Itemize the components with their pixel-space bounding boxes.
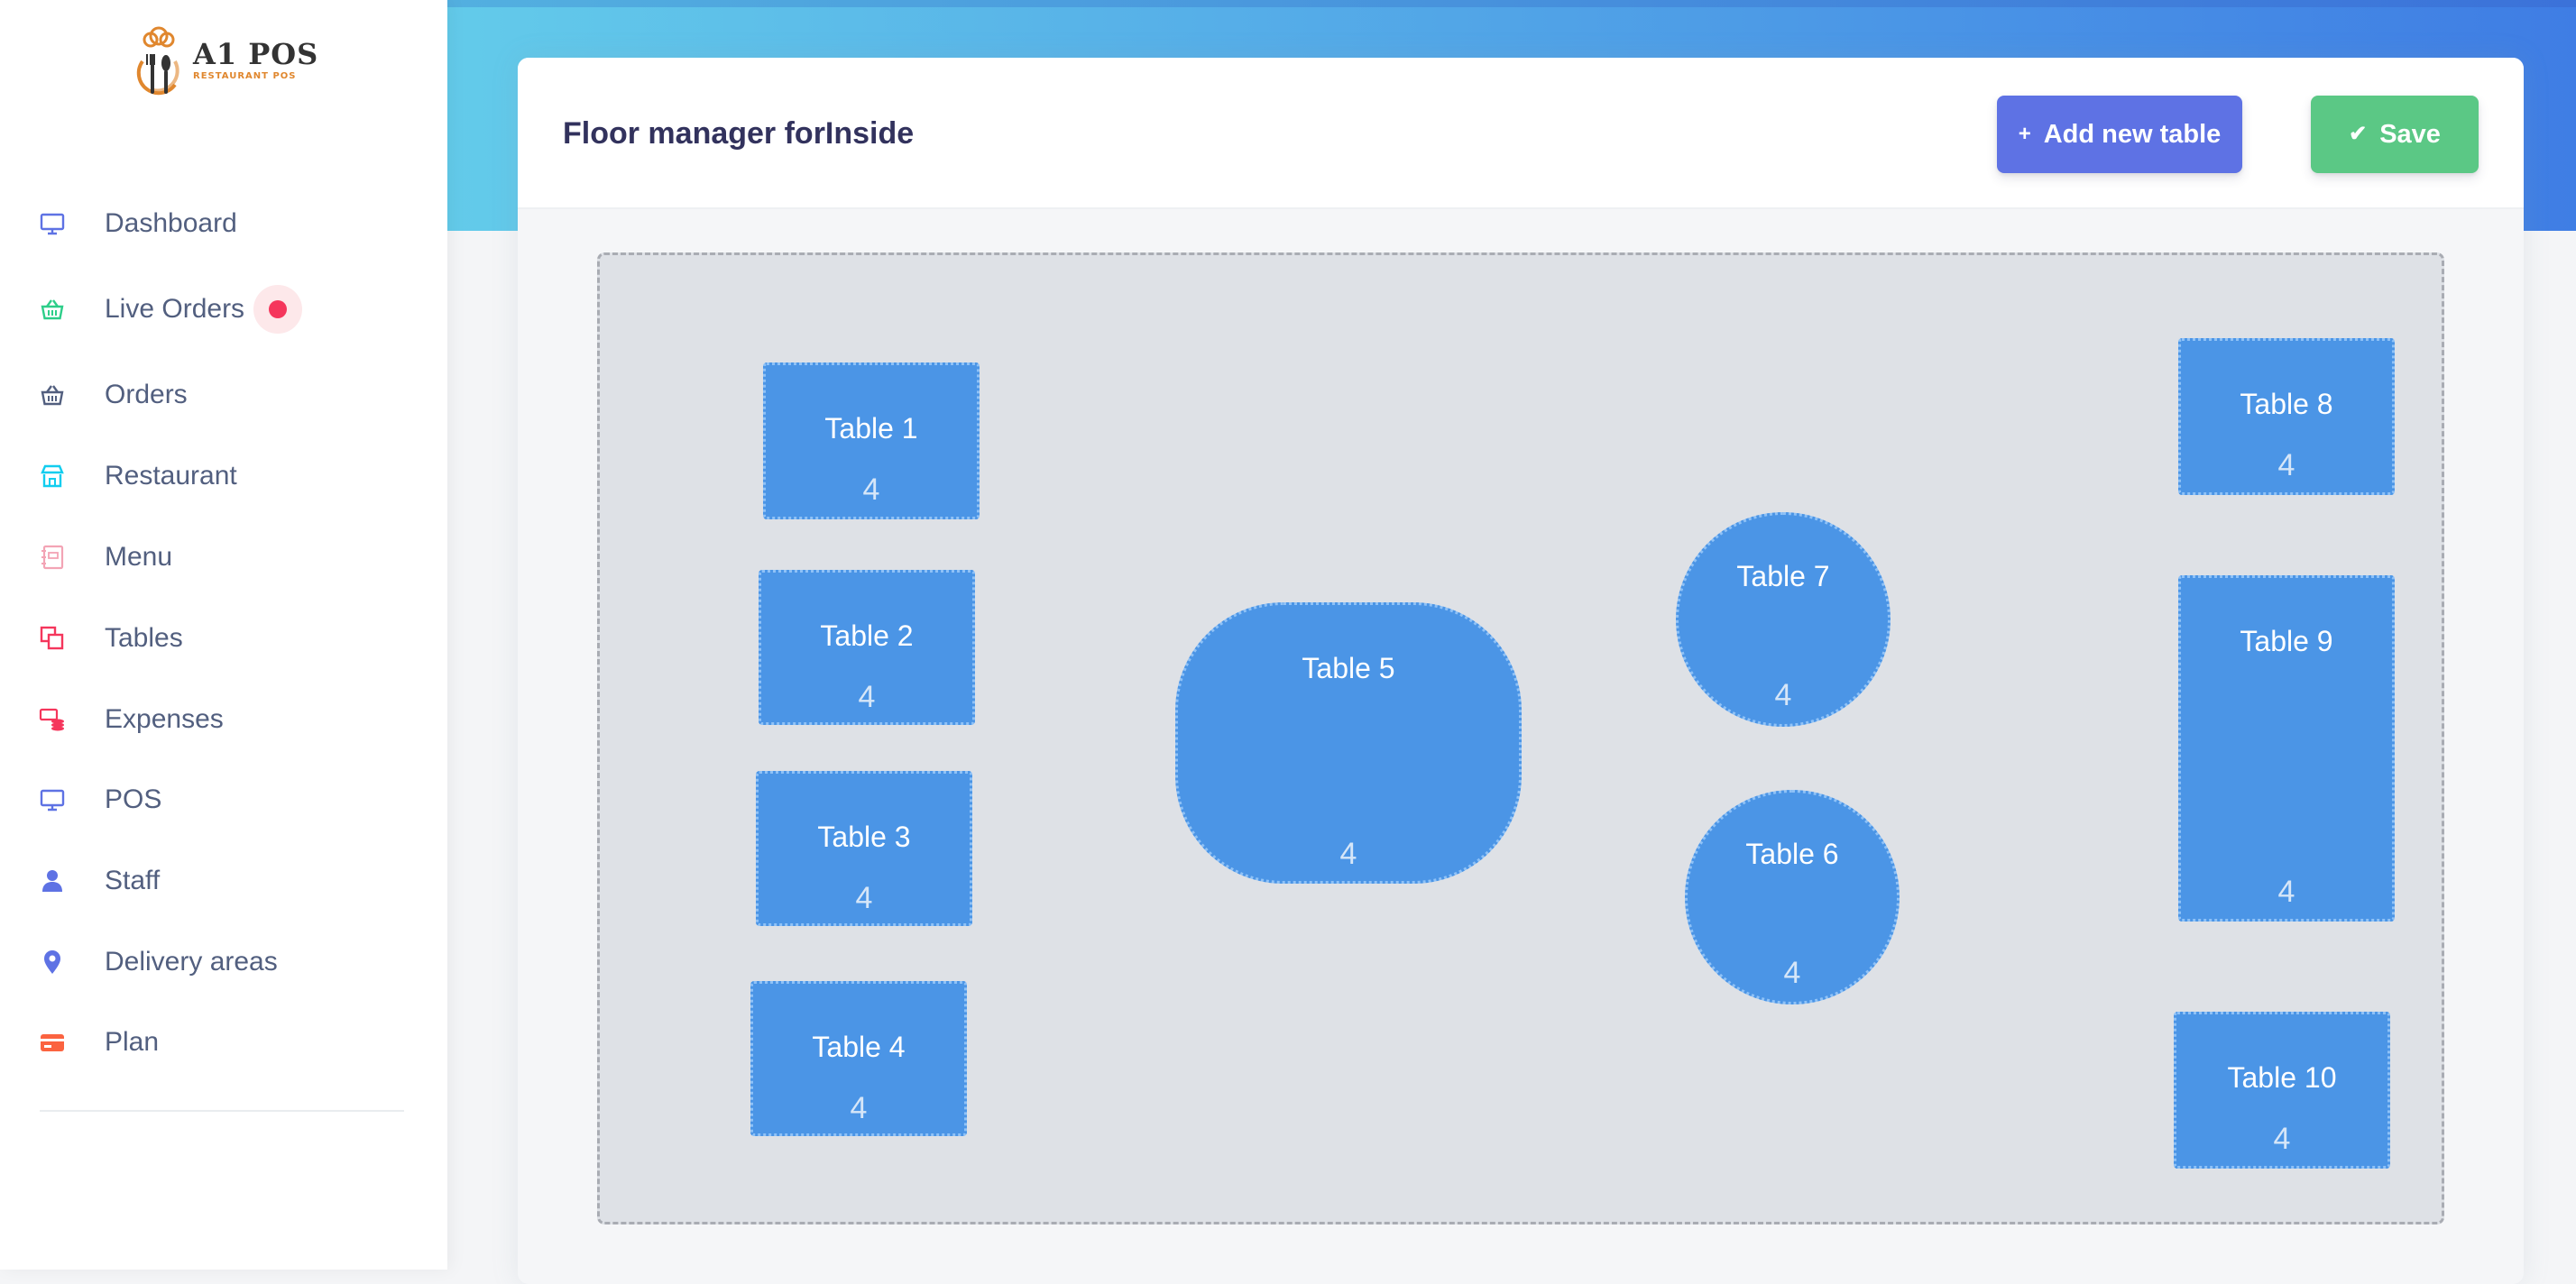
floor-table-6[interactable]: Table 6 4 [1685,790,1900,1004]
map-pin-icon [36,946,69,978]
live-indicator-badge [253,285,303,334]
menu-book-icon [36,541,69,573]
sidebar-item-dashboard[interactable]: Dashboard [36,197,237,251]
sidebar-item-label: Delivery areas [105,947,278,977]
table-seats: 4 [862,472,880,507]
floor-table-3[interactable]: Table 3 4 [756,771,972,926]
sidebar-item-label: POS [105,784,162,814]
table-seats: 4 [1339,837,1357,871]
basket-icon [36,379,69,411]
floor-table-5[interactable]: Table 5 4 [1175,602,1522,884]
sidebar-item-label: Tables [105,623,183,653]
add-new-table-button[interactable]: + Add new table [1997,96,2242,173]
app-logo[interactable]: A1 POS RESTAURANT POS [132,22,318,99]
add-new-table-label: Add new table [2043,119,2222,149]
floor-table-10[interactable]: Table 10 4 [2174,1012,2390,1169]
store-icon [36,460,69,492]
monitor-icon [36,207,69,240]
floor-table-2[interactable]: Table 2 4 [759,570,975,725]
sidebar-item-tables[interactable]: Tables [36,611,183,665]
check-icon: ✔ [2349,122,2368,146]
sidebar-divider [40,1110,404,1112]
tables-icon [36,622,69,655]
sidebar-item-label: Expenses [105,704,224,734]
sidebar-item-expenses[interactable]: Expenses [36,692,224,747]
table-name: Table 10 [2227,1061,2337,1094]
credit-card-icon [36,1026,69,1059]
money-stack-icon [36,703,69,736]
table-seats: 4 [855,881,873,915]
floor-table-7[interactable]: Table 7 4 [1676,512,1891,727]
chef-hat-logo-icon [136,26,179,96]
sidebar-item-label: Orders [105,380,188,409]
sidebar-item-live-orders[interactable]: Live Orders [36,282,303,336]
page-title: Floor manager forInside [563,116,915,151]
sidebar-item-label: Restaurant [105,461,237,491]
table-name: Table 9 [2240,625,2333,657]
floor-table-4[interactable]: Table 4 4 [750,981,967,1136]
sidebar-item-menu[interactable]: Menu [36,530,172,584]
sidebar: A1 POS RESTAURANT POS Dashboard Live Ord… [0,0,447,1270]
sidebar-item-label: Menu [105,542,173,572]
table-seats: 4 [858,680,876,714]
logo-subtitle: RESTAURANT POS [193,71,297,81]
monitor-icon [36,784,69,816]
sidebar-item-delivery-areas[interactable]: Delivery areas [36,935,278,989]
table-name: Table 4 [812,1031,906,1063]
table-seats: 4 [1783,956,1801,990]
logo-title: A1 POS [193,37,319,71]
sidebar-item-pos[interactable]: POS [36,773,161,827]
table-name: Table 6 [1745,838,1839,870]
plus-icon: + [2018,122,2031,146]
table-seats: 4 [2277,875,2295,909]
sidebar-item-label: Dashboard [105,208,237,238]
table-seats: 4 [1774,678,1792,712]
table-name: Table 2 [820,619,914,652]
sidebar-item-label: Plan [105,1027,160,1057]
table-seats: 4 [2277,448,2295,482]
sidebar-item-label: Live Orders [105,294,245,324]
table-seats: 4 [850,1091,868,1125]
table-name: Table 5 [1302,652,1395,684]
table-name: Table 1 [824,412,918,445]
sidebar-item-plan[interactable]: Plan [36,1015,159,1069]
floor-table-8[interactable]: Table 8 4 [2178,338,2395,495]
save-label: Save [2379,119,2441,149]
sidebar-item-staff[interactable]: Staff [36,854,160,908]
table-name: Table 8 [2240,388,2333,420]
sidebar-item-restaurant[interactable]: Restaurant [36,449,237,503]
user-icon [36,865,69,897]
save-button[interactable]: ✔ Save [2311,96,2479,173]
floor-table-1[interactable]: Table 1 4 [763,362,980,519]
table-name: Table 7 [1736,560,1830,592]
sidebar-item-label: Staff [105,866,161,895]
sidebar-item-orders[interactable]: Orders [36,368,188,422]
table-seats: 4 [2273,1122,2291,1156]
floor-table-9[interactable]: Table 9 4 [2178,575,2395,922]
basket-icon [36,293,69,326]
card-header: Floor manager forInside + Add new table … [518,58,2524,209]
table-name: Table 3 [817,821,911,853]
